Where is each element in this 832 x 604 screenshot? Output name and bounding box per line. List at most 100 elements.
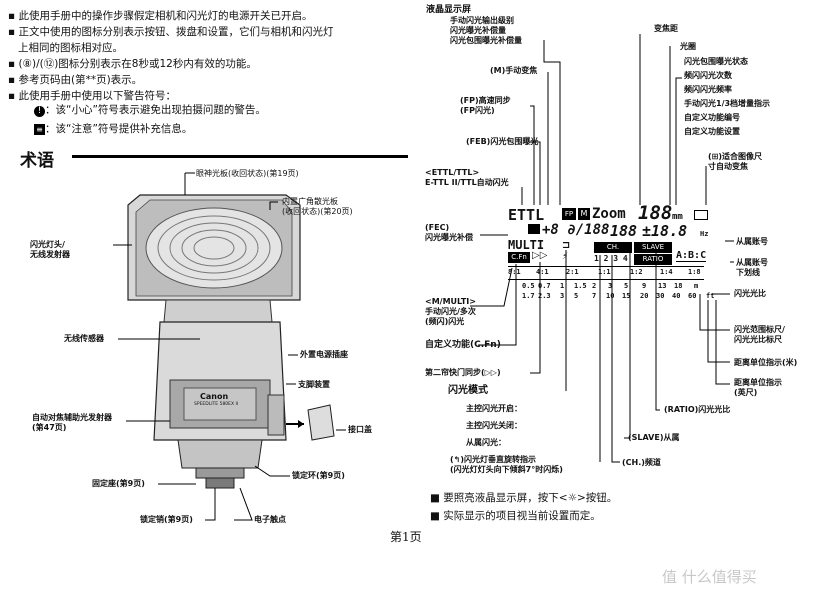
lcd-zoom-value: 188 [638,202,673,224]
label-second-curtain: 第二帘快门同步(▷▷) [425,368,501,377]
label-range-scale: 闪光范围标尺/ 闪光光比标尺 [734,325,785,344]
label-fp: (FP)高速同步 (FP闪光) [460,96,511,115]
label-unit-m: 距离单位指示(米) [734,358,798,367]
dist-ft-5: 7 [592,292,597,300]
note-icon: ≡ [34,124,45,135]
dist-m-3: 1 [560,282,565,290]
lcd-fec-row: +8 ∂/188 [542,222,610,238]
bullet-3: ▪ (⑧)/(⑫)图标分别表示在8秒或12秒内有效的功能。 [8,58,257,70]
lcd-ettl: ETTL [508,206,545,224]
label-status-list: 闪光包围曝光状态 频闪闪光次数 频闪闪光频率 手动闪光1/3档增量指示 自定义功… [684,57,771,136]
label-ratio: 闪光光比 [734,289,766,298]
label-channel-key: (CH.)频道 [622,458,661,467]
lcd-hz: Hz [700,230,709,238]
dist-m-7: 5 [624,282,629,290]
bullet-5: ▪ 此使用手册中使用以下警告符号： [8,90,176,102]
caution-icon: ! [34,106,45,117]
label-manual-zoom: (M)手动变焦 [490,66,538,75]
lcd-abc: A:B:C [676,250,707,262]
note-2: ■ 实际显示的项目视当前设置而定。 [430,510,601,522]
dist-m-4: 1.5 [574,282,587,290]
warning-note: ≡：该“注意”符号提供补充信息。 [34,121,192,136]
lcd-multi: MULTI [508,238,545,252]
lcd-zoom: Zoom [592,206,626,222]
callout-bracket: 支脚装置 [298,380,330,389]
dist-ft-10: 40 [672,292,681,300]
bullet-1: ▪ 此使用手册中的操作步骤假定相机和闪光灯的电源开关已开启。 [8,10,313,22]
lcd-panel-title: 液晶显示屏 [426,5,472,15]
sensor-zoom-icon [694,210,708,220]
lcd-slave-box: SLAVE [634,242,672,253]
callout-wide-panel: 内置广角散光板 (收回状态)(第20页) [282,197,353,216]
callout-wireless-sensor: 无线传感器 [64,334,104,343]
section-title: 术语 [20,151,54,171]
dist-ft-unit: ft [706,292,715,300]
label-master-on: 主控闪光开启： [466,404,522,413]
callout-ext-power: 外置电源插座 [300,350,348,359]
ratio-tick-5: 1:2 [630,268,643,276]
dist-m-9: 13 [658,282,667,290]
dist-ft-4: 5 [574,292,579,300]
ratio-tick-7: 1:8 [688,268,701,276]
ratio-tick-1: 8:1 [508,268,521,276]
callout-head: 闪光灯头/ 无线发射器 [30,240,70,259]
callout-contacts: 电子触点 [254,515,286,524]
bullet-2-cont: 上相同的图标相对应。 [18,42,123,54]
lcd-mm: mm [672,212,683,222]
lcd-fp-icon: FP [562,208,576,220]
dist-m-1: 0.5 [522,282,535,290]
callout-socket-cover: 接口盖 [348,425,372,434]
label-flash-mode: 闪光模式 [448,385,488,396]
dist-m-8: 9 [642,282,647,290]
dist-m-6: 3 [608,282,613,290]
lcd-ch-box: CH. [594,242,632,253]
dist-ft-1: 1.7 [522,292,535,300]
warning-caution: !：该“小心”符号表示避免出现拍摄问题的警告。 [34,102,266,117]
callout-lock-pin: 锁定销(第9页) [140,515,193,524]
lcd-digits: 1 2 3 4 [594,254,628,263]
callout-mount-foot: 固定座(第9页) [92,479,145,488]
dist-ft-11: 60 [688,292,697,300]
callout-lock-ring: 锁定环(第9页) [292,471,345,480]
lcd-freq: ±18.8 [642,222,688,240]
label-fec: (FEC) 闪光曝光补偿 [425,223,473,242]
label-slave-id: 从属账号 [736,237,768,246]
bullet-4: ▪ 参考页码由(第**页)表示。 [8,74,143,86]
lcd-big-number: 188 [610,222,638,240]
dist-ft-3: 3 [560,292,565,300]
label-mode: <M/MULTI> 手动闪光/多次 (频闪)闪光 [425,297,476,326]
dist-ft-9: 30 [656,292,665,300]
label-sensor-zoom: (⊞)适合图像尺 寸自动变焦 [708,152,763,171]
ratio-tick-3: 2:1 [566,268,579,276]
lcd-cfn-box: C.Fn [508,252,530,263]
bullet-2: ▪ 正文中使用的图标分别表示按钮、拨盘和设置，它们与相机和闪光灯 [8,26,334,38]
label-unit-ft: 距离单位指示 (英尺) [734,378,782,397]
dist-ft-2: 2.3 [538,292,551,300]
ratio-tick-4: 1:1 [598,268,611,276]
page-number: 第1页 [390,530,422,544]
label-slave-id-underline: 从属账号 下划线 [736,258,768,277]
label-master-off: 主控闪光关闭： [466,421,522,430]
label-ratio-key: (RATIO)闪光光比 [664,405,731,414]
flash-brand: Canon [200,392,229,401]
note-1: ■ 要照亮液晶显示屏，按下<☼>按钮。 [430,492,618,504]
callout-af-assist: 自动对焦辅助光发射器 (第47页) [32,413,112,432]
label-ettl: <ETTL/TTL> E-TTL II/TTL自动闪光 [425,168,509,187]
lcd-slave-flash-icon: ⚡ [562,252,569,262]
label-zoom-distance: 变焦距 [654,24,678,33]
label-slave-key: (SLAVE)从属 [628,433,680,442]
section-rule [72,155,408,158]
label-aperture: 光圈 [680,42,696,51]
lcd-feb-icon [528,224,540,234]
dist-m-10: 18 [674,282,683,290]
flash-model: SPEEDLITE 580EX II [194,402,239,407]
lcd-master-icon: ⊐ [562,240,571,251]
callout-catchlight: 眼神光板(收回状态)(第19页) [196,169,299,178]
label-cfn: 自定义功能(C.Fn) [425,340,501,350]
dist-ft-8: 20 [640,292,649,300]
label-head-tilt: (↰)闪光灯垂直旋转指示 (闪光灯灯头向下倾斜7°时闪烁) [450,455,563,474]
second-curtain-icon: ▷▷ [532,250,548,261]
dist-m-2: 0.7 [538,282,551,290]
label-feb: (FEB)闪光包围曝光 [466,137,539,146]
